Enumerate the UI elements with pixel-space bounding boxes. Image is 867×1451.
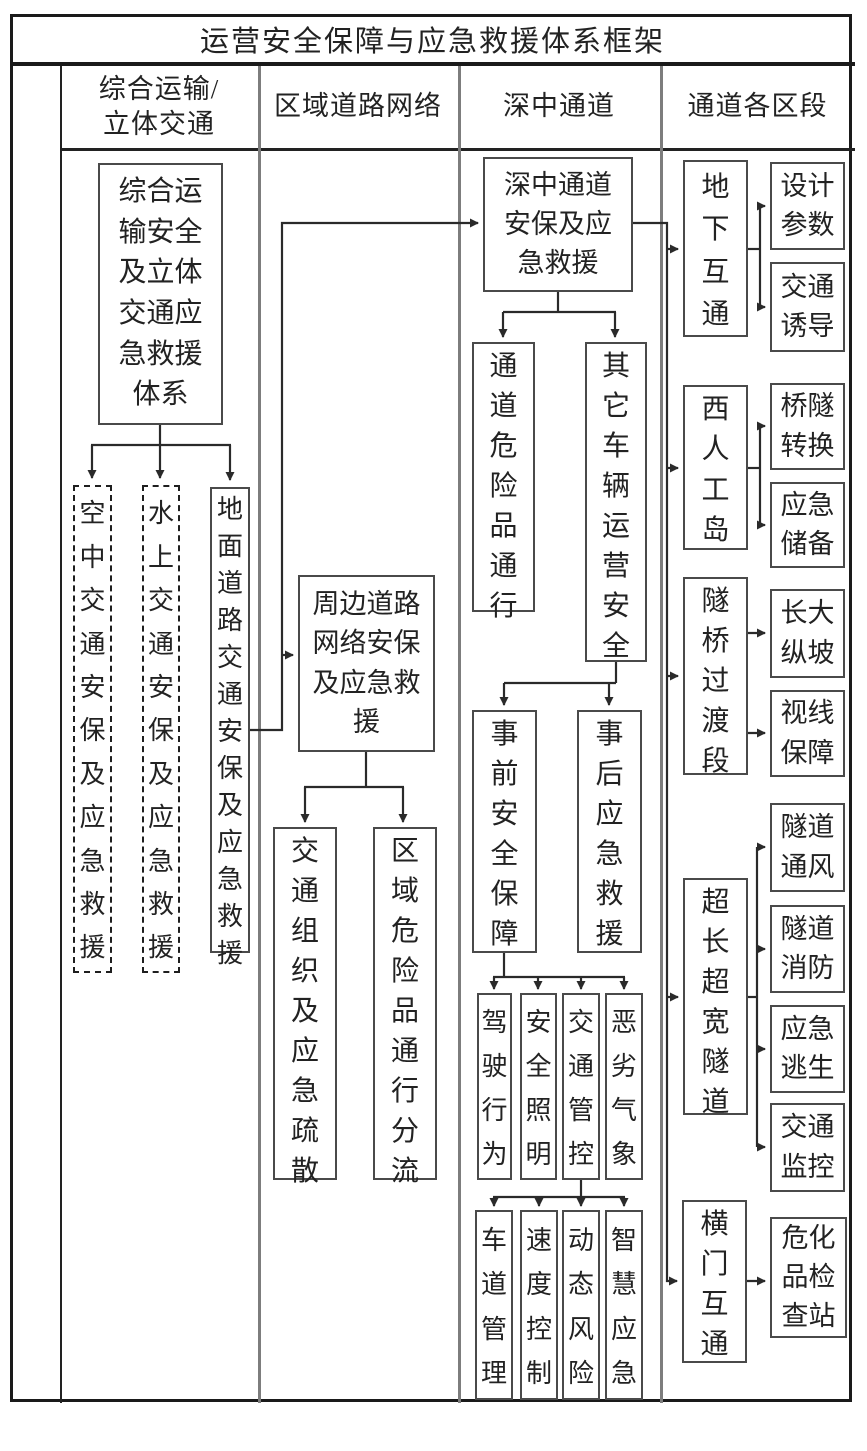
node-long-steep-slope: 长大纵坡 — [770, 589, 845, 678]
left-spacer-divider — [60, 66, 62, 1403]
node-traffic-organization-evacuation: 交通组织及应急疏散 — [273, 827, 337, 1187]
node-emergency-escape: 应急逃生 — [770, 1005, 845, 1093]
node-shenzhong-corridor-security: 深中通道安保及应急救援 — [483, 157, 633, 292]
node-lane-management: 车道管理 — [475, 1210, 513, 1400]
node-bridge-tunnel-conversion: 桥隧转换 — [770, 383, 845, 470]
node-post-event-emergency-rescue: 事后应急救援 — [577, 710, 642, 953]
column-divider-2 — [458, 66, 461, 1403]
node-tunnel-ventilation: 隧道通风 — [770, 803, 845, 892]
node-sight-line-assurance: 视线保障 — [770, 690, 845, 777]
node-surrounding-road-network-security: 周边道路网络安保及应急救援 — [298, 575, 435, 752]
node-air-traffic-security: 空中交通安保及应急救援 — [73, 485, 112, 973]
column-header-shenzhong-corridor: 深中通道 — [503, 91, 615, 122]
node-emergency-reserve: 应急储备 — [770, 482, 845, 568]
column-divider-1 — [258, 66, 261, 1403]
node-underground-interchange: 地下互通 — [683, 160, 748, 337]
node-super-long-wide-tunnel: 超长超宽隧道 — [683, 878, 748, 1118]
column-header-corridor-sections: 通道各区段 — [687, 91, 828, 122]
outer-border — [10, 14, 852, 1402]
column-divider-3 — [660, 66, 663, 1403]
node-ground-road-traffic-security: 地面道路交通安保及应急救援 — [210, 487, 250, 968]
node-corridor-dangerous-goods-passage: 通道危险品通行 — [472, 342, 535, 622]
node-pre-event-safety-assurance: 事前安全保障 — [472, 710, 537, 953]
node-dynamic-risk: 动态风险 — [562, 1210, 600, 1400]
node-tunnel-fire-protection: 隧道消防 — [770, 905, 845, 993]
node-speed-control: 速度控制 — [520, 1210, 558, 1400]
header-separator — [60, 148, 855, 151]
node-other-vehicles-operation-safety: 其它车辆运营安全 — [585, 342, 647, 662]
node-tunnel-bridge-transition-section: 隧桥过渡段 — [683, 577, 748, 777]
column-header-regional-road-network: 区域道路网络 — [274, 91, 442, 122]
node-traffic-monitoring: 交通监控 — [770, 1103, 845, 1192]
node-smart-emergency: 智慧应急 — [605, 1210, 643, 1400]
node-adverse-weather: 恶劣气象 — [605, 993, 643, 1180]
diagram-title: 运营安全保障与应急救援体系框架 — [199, 26, 665, 58]
node-water-traffic-security: 水上交通安保及应急救援 — [142, 485, 180, 973]
node-traffic-guidance: 交通诱导 — [770, 262, 845, 352]
node-integrated-transport-emergency-system: 综合运输安全及立体交通应急救援体系 — [98, 163, 223, 425]
node-hengmen-interchange: 横门互通 — [682, 1200, 747, 1363]
column-header-integrated-transport: 综合运输/ 立体交通 — [98, 73, 220, 139]
node-regional-dangerous-goods-diversion: 区域危险品通行分流 — [373, 827, 437, 1187]
title-separator — [10, 62, 855, 66]
node-design-parameters: 设计参数 — [770, 162, 845, 250]
node-traffic-management-control: 交通管控 — [562, 993, 600, 1180]
node-safety-lighting: 安全照明 — [520, 993, 557, 1180]
node-west-artificial-island: 西人工岛 — [683, 385, 748, 550]
node-hazchem-inspection-station: 危化品检查站 — [770, 1217, 847, 1338]
node-driving-behavior: 驾驶行为 — [477, 993, 512, 1180]
